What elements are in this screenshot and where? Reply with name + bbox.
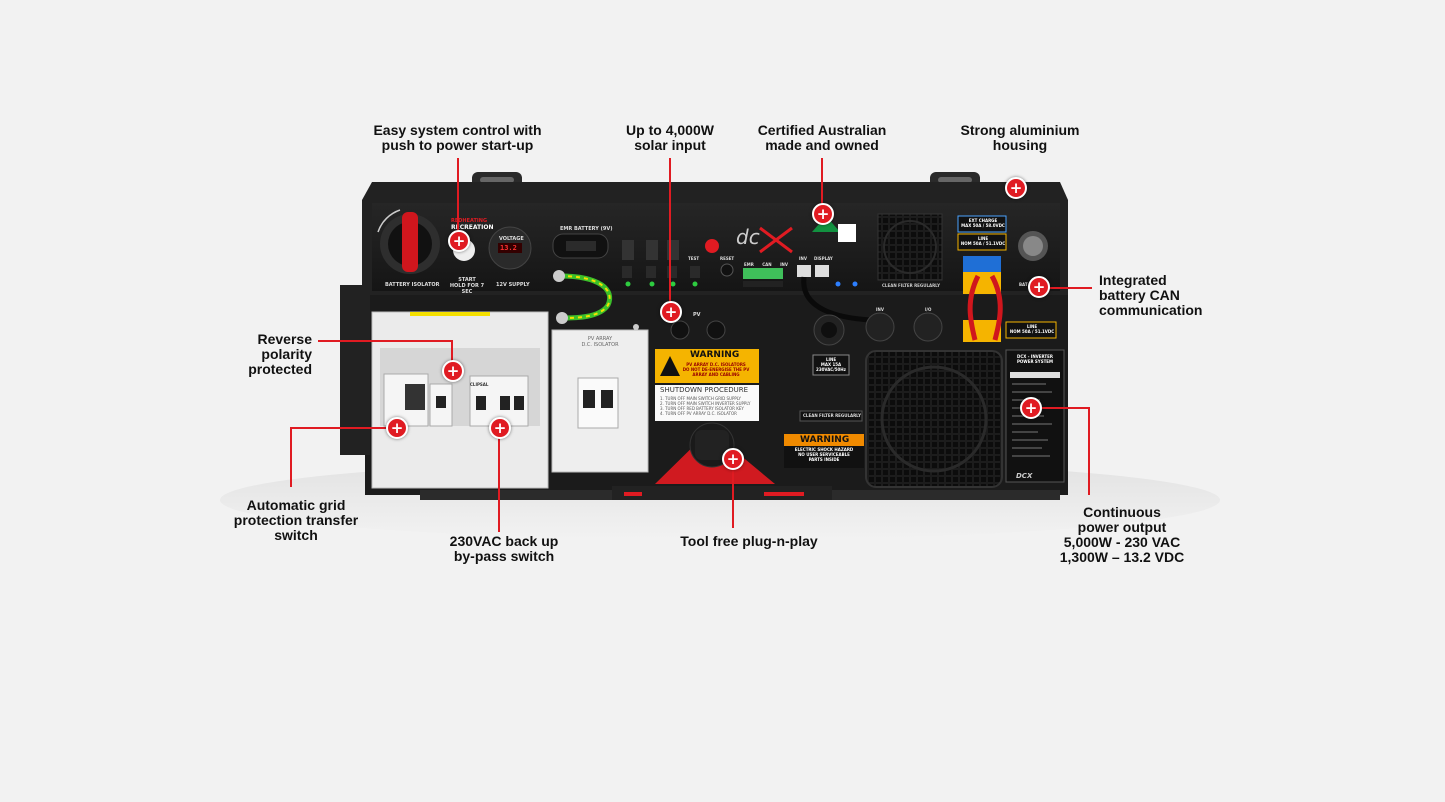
inv-port: [797, 265, 811, 277]
io-socket-label: I/O: [925, 307, 932, 312]
battery-isolator-label: BATTERY ISOLATOR: [385, 282, 440, 288]
hotspot-housing[interactable]: +: [1005, 177, 1027, 199]
clean-filter-bottom: CLEAN FILTER REGULARLY: [803, 413, 861, 418]
pv-warning-title: WARNING: [690, 350, 740, 360]
line-plate-top: [957, 233, 1007, 251]
voltage-reading: 13.2: [500, 244, 517, 252]
display-port-label: DISPLAY: [814, 256, 833, 261]
shock-warning-title: WARNING: [800, 435, 850, 445]
leader-plug: [732, 468, 734, 528]
inv-output-socket: [865, 312, 895, 342]
breaker-brand: CLIPSAL: [470, 382, 489, 387]
clean-filter-top: CLEAN FILTER REGULARLY: [882, 283, 940, 288]
hotspot-can[interactable]: +: [1028, 276, 1050, 298]
hotspot-bypass[interactable]: +: [489, 417, 511, 439]
leader-grid-h: [290, 427, 390, 429]
pv-label: PV: [693, 312, 701, 318]
anderson-plug-blue: [963, 256, 1001, 274]
inv-socket-label: INV: [876, 307, 884, 312]
hotspot-output[interactable]: +: [1020, 397, 1042, 419]
line-plate-bottom: [1005, 321, 1057, 339]
leader-reverse-v: [451, 340, 453, 364]
hotspot-grid[interactable]: +: [386, 417, 408, 439]
shutdown-title: SHUTDOWN PROCEDURE: [660, 386, 749, 394]
leader-can: [1047, 287, 1092, 289]
red-cable: [967, 274, 1003, 341]
top-fan: [877, 213, 943, 281]
leader-solar: [669, 158, 671, 304]
voltage-label: VOLTAGE: [499, 236, 524, 242]
dcx-logo: dc: [736, 225, 760, 249]
display-port: [815, 265, 829, 277]
shutdown-sticker: [655, 385, 759, 421]
line-max-plate: [812, 354, 850, 376]
hotspot-plug[interactable]: +: [722, 448, 744, 470]
inv-port-label: INV: [799, 256, 807, 261]
leader-output-h: [1040, 407, 1090, 409]
leader-grid-v: [290, 427, 292, 487]
emr-battery-label: EMR BATTERY (9V): [560, 226, 613, 232]
reset-button: [720, 263, 734, 277]
hotspot-reverse[interactable]: +: [442, 360, 464, 382]
pv-connector-positive: [670, 320, 690, 340]
test-button: [705, 239, 719, 253]
callout-plug: Tool free plug-n-play: [680, 533, 818, 549]
terminal-block: [743, 268, 783, 279]
leader-output-v: [1088, 407, 1090, 495]
reset-label: RESET: [720, 256, 735, 261]
leader-bypass: [498, 436, 500, 532]
svg-text:RECREATION: RECREATION: [451, 224, 493, 231]
leader-reverse-h: [318, 340, 452, 342]
side-bracket: [340, 285, 370, 455]
pv-connector-negative: [706, 320, 726, 340]
io-socket: [913, 312, 943, 342]
hotspot-solar[interactable]: +: [660, 301, 682, 323]
brand-footer: DCX: [1016, 472, 1033, 480]
ext-charge-plate: [957, 215, 1007, 233]
supply-label: 12V SUPPLY: [496, 282, 530, 288]
hotspot-easy-control[interactable]: +: [448, 230, 470, 252]
leader-certified: [821, 158, 823, 204]
bat-label: BAT: [1019, 282, 1028, 287]
svg-text:REDHEATING: REDHEATING: [451, 218, 487, 224]
main-fan: [865, 350, 1003, 488]
inv-cable: [801, 276, 871, 323]
leader-easy-control: [457, 158, 459, 240]
hotspot-certified[interactable]: +: [812, 203, 834, 225]
test-label: TEST: [688, 256, 700, 261]
